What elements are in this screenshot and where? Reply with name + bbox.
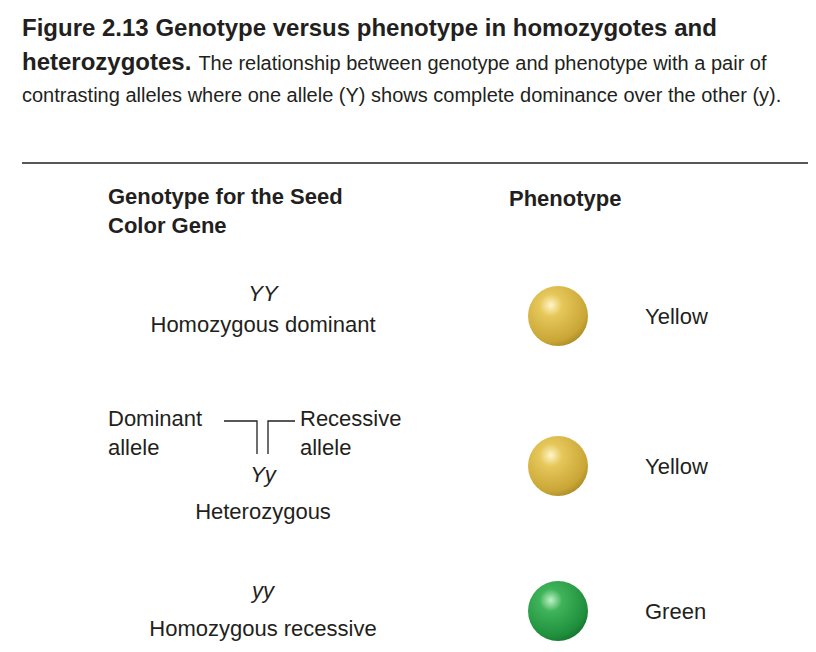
column-header: Genotype for the Seed Color Gene: [108, 182, 393, 240]
genotype-symbol: YY: [248, 279, 277, 308]
phenotype-label: Green: [645, 597, 706, 626]
yellow-seed: [528, 286, 588, 346]
genotype-symbol: yy: [252, 576, 274, 605]
allele-label: Dominant allele: [108, 404, 220, 462]
phenotype-label: Yellow: [645, 452, 708, 481]
allele-bracket: [268, 421, 295, 454]
allele-bracket: [224, 421, 257, 454]
yellow-seed: [528, 436, 588, 496]
allele-label: Recessive allele: [300, 404, 412, 462]
genotype-term: Homozygous dominant: [150, 310, 375, 339]
divider-rule: [22, 162, 808, 164]
genotype-symbol: Yy: [250, 460, 276, 489]
figure-heading: Figure 2.13 Genotype versus phenotype in…: [22, 12, 812, 112]
green-seed: [528, 581, 588, 641]
column-header: Phenotype: [509, 184, 621, 213]
genotype-term: Heterozygous: [195, 497, 331, 526]
phenotype-label: Yellow: [645, 302, 708, 331]
genotype-term: Homozygous recessive: [149, 614, 376, 643]
